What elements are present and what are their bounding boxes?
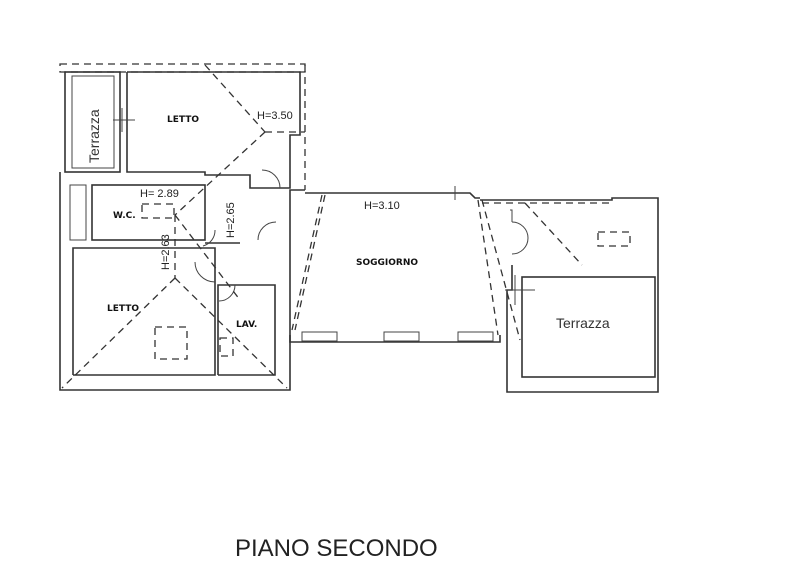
height-hall: H=2.65 [225, 202, 237, 238]
height-soggiorno: H=3.10 [364, 200, 400, 212]
room-label-wc: W.C. [113, 211, 136, 221]
soggiorno-top-wall [305, 192, 480, 199]
height-wc: H= 2.89 [140, 188, 179, 200]
wc-walls [91, 184, 206, 241]
height-letto-bottom: H=2.63 [160, 234, 172, 270]
roof-overhang-outline [59, 63, 306, 73]
roof-slope-lines [61, 64, 631, 389]
room-label-terrazza-left: Terrazza [86, 109, 102, 163]
plan-title: PIANO SECONDO [235, 535, 438, 562]
walls [59, 63, 659, 393]
room-label-terrazza-right: Terrazza [556, 315, 610, 331]
terrazza-right-walls [521, 276, 656, 378]
terrazza-left-walls [64, 71, 121, 173]
height-letto-top: H=3.50 [257, 110, 293, 122]
left-block-outer-walls [59, 172, 305, 391]
letto-top-walls [126, 71, 301, 189]
letto-bottom-walls [72, 247, 216, 376]
room-label-soggiorno: SOGGIORNO [356, 258, 418, 268]
room-label-letto-bottom: LETTO [107, 304, 139, 314]
room-label-lav: LAV. [236, 320, 257, 330]
lav-walls [217, 284, 276, 376]
room-label-letto-top: LETTO [167, 115, 199, 125]
right-block-outer-walls [480, 197, 659, 393]
labels: Terrazza LETTO H=3.50 H= 2.89 W.C. H=2.6… [86, 109, 610, 562]
soggiorno-bottom-wall [289, 335, 501, 343]
